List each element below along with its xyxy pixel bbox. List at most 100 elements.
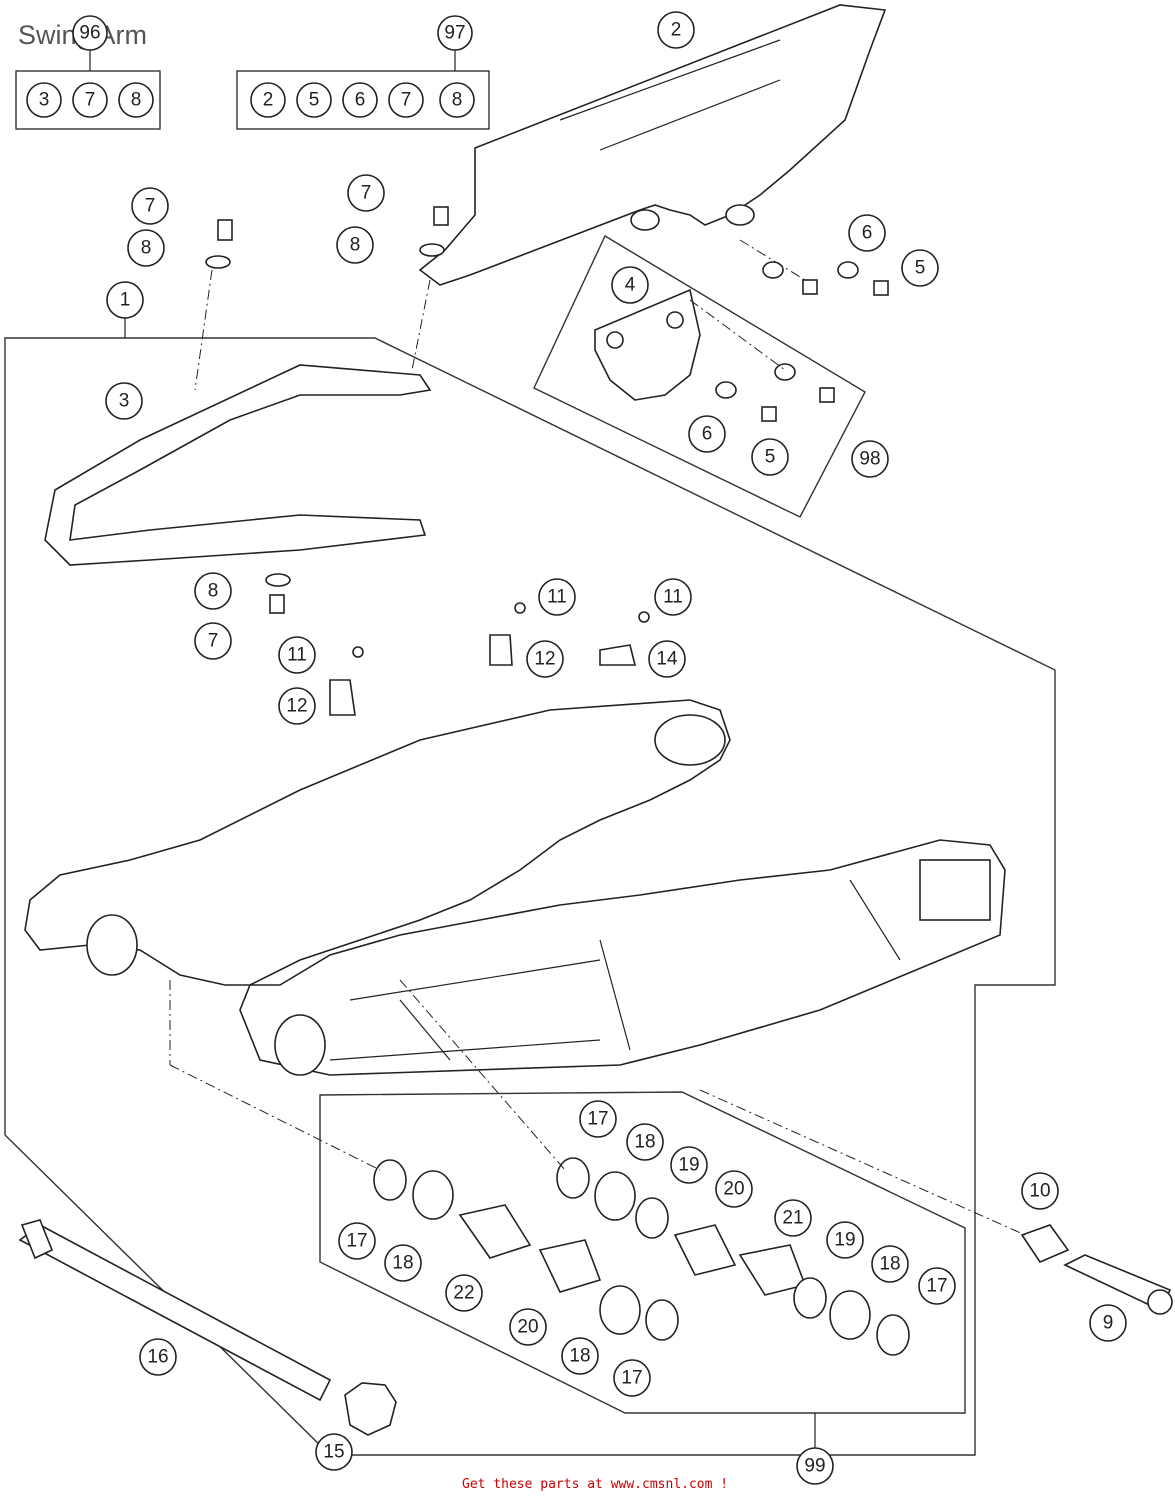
callout-12b: 12 <box>526 640 564 678</box>
svg-text:22: 22 <box>453 1283 474 1304</box>
callout-17d: 17 <box>613 1359 651 1397</box>
kit-99-box <box>319 1091 966 1414</box>
svg-text:20: 20 <box>517 1317 538 1338</box>
kit-97-item-1: 2 <box>250 82 286 118</box>
swing-arm-axle <box>18 1224 332 1402</box>
callout-12a: 12 <box>278 687 316 725</box>
svg-text:5: 5 <box>765 447 776 468</box>
callout-22: 22 <box>445 1274 483 1312</box>
svg-text:8: 8 <box>141 238 152 259</box>
callout-4: 4 <box>611 266 649 304</box>
callout-14: 14 <box>648 640 686 678</box>
svg-text:99: 99 <box>804 1456 825 1477</box>
callout-8a: 8 <box>127 229 165 267</box>
svg-text:12: 12 <box>286 696 307 717</box>
svg-text:3: 3 <box>39 90 50 111</box>
callout-20a: 20 <box>715 1170 753 1208</box>
svg-text:6: 6 <box>862 223 873 244</box>
svg-text:7: 7 <box>208 631 219 652</box>
svg-text:96: 96 <box>79 23 100 44</box>
callout-5b: 5 <box>751 438 789 476</box>
svg-text:1: 1 <box>120 290 131 311</box>
svg-text:11: 11 <box>547 587 567 608</box>
callout-9: 9 <box>1089 1304 1127 1342</box>
callout-8c: 8 <box>194 572 232 610</box>
svg-text:4: 4 <box>625 275 636 296</box>
callout-8b: 8 <box>336 226 374 264</box>
callout-5a: 5 <box>901 249 939 287</box>
callout-1: 1 <box>106 281 144 319</box>
callout-17b: 17 <box>338 1222 376 1260</box>
callout-3: 3 <box>105 382 143 420</box>
svg-text:7: 7 <box>145 196 156 217</box>
hardware <box>205 206 889 716</box>
callout-99: 99 <box>796 1447 834 1485</box>
svg-text:18: 18 <box>634 1132 655 1153</box>
callout-6b: 6 <box>688 415 726 453</box>
svg-text:7: 7 <box>401 90 412 111</box>
callout-6a: 6 <box>848 214 886 252</box>
svg-text:7: 7 <box>85 90 96 111</box>
svg-text:17: 17 <box>587 1109 608 1130</box>
svg-text:98: 98 <box>859 449 880 470</box>
svg-text:17: 17 <box>926 1276 947 1297</box>
svg-text:7: 7 <box>361 183 372 204</box>
svg-text:6: 6 <box>702 424 713 445</box>
callout-20b: 20 <box>509 1308 547 1346</box>
chain-slider <box>44 364 432 566</box>
svg-text:18: 18 <box>392 1253 413 1274</box>
callout-21: 21 <box>774 1199 812 1237</box>
svg-text:11: 11 <box>663 587 683 608</box>
kit-96-box: 96 3 7 8 <box>15 15 161 130</box>
callout-98: 98 <box>851 440 889 478</box>
callout-97: 97 <box>437 15 473 51</box>
kit-96-item-3: 8 <box>118 82 154 118</box>
callout-7c: 7 <box>194 622 232 660</box>
svg-text:19: 19 <box>678 1155 699 1176</box>
kit-96-item-2: 7 <box>72 82 108 118</box>
svg-text:16: 16 <box>147 1347 168 1368</box>
svg-text:18: 18 <box>879 1254 900 1275</box>
svg-text:20: 20 <box>723 1179 744 1200</box>
svg-text:17: 17 <box>621 1368 642 1389</box>
svg-text:97: 97 <box>444 23 465 44</box>
svg-text:5: 5 <box>915 258 926 279</box>
svg-text:14: 14 <box>656 649 678 670</box>
svg-text:11: 11 <box>287 645 307 666</box>
callout-10: 10 <box>1021 1172 1059 1210</box>
svg-text:8: 8 <box>452 90 463 111</box>
svg-text:2: 2 <box>671 20 682 41</box>
svg-text:6: 6 <box>355 90 366 111</box>
svg-text:15: 15 <box>323 1442 344 1463</box>
svg-text:9: 9 <box>1103 1313 1114 1334</box>
bearing-set <box>373 1157 910 1356</box>
footer-link[interactable]: Get these parts at www.cmsnl.com ! <box>462 1477 729 1492</box>
swing-arm-body <box>24 699 1006 1076</box>
callout-18d: 18 <box>561 1337 599 1375</box>
svg-text:18: 18 <box>569 1346 590 1367</box>
callout-96: 96 <box>72 15 108 51</box>
callout-17a: 17 <box>579 1100 617 1138</box>
chain-guard <box>418 4 887 286</box>
callout-15: 15 <box>315 1433 353 1471</box>
svg-text:5: 5 <box>309 90 320 111</box>
callout-17c: 17 <box>918 1267 956 1305</box>
callout-7a: 7 <box>131 187 169 225</box>
kit-96-item-1: 3 <box>26 82 62 118</box>
callout-19b: 19 <box>826 1221 864 1259</box>
svg-text:21: 21 <box>782 1208 803 1229</box>
callout-11a: 11 <box>278 636 316 674</box>
svg-text:2: 2 <box>263 90 274 111</box>
callout-11b: 11 <box>538 578 576 616</box>
callout-18b: 18 <box>384 1244 422 1282</box>
kit-97-box: 97 2 5 6 7 8 <box>236 15 490 130</box>
callout-2: 2 <box>657 11 695 49</box>
kit-97-item-3: 6 <box>342 82 378 118</box>
svg-text:3: 3 <box>119 391 130 412</box>
callout-19a: 19 <box>670 1146 708 1184</box>
svg-text:8: 8 <box>131 90 142 111</box>
kit-97-item-5: 8 <box>439 82 475 118</box>
callout-7b: 7 <box>347 174 385 212</box>
svg-text:17: 17 <box>346 1231 367 1252</box>
